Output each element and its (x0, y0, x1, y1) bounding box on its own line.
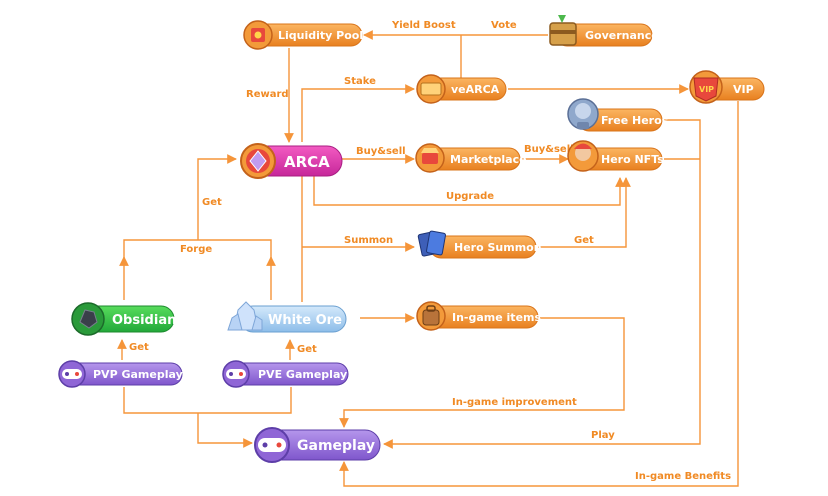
svg-text:PVE Gameplay: PVE Gameplay (258, 368, 347, 381)
edge-get-hero (538, 177, 631, 248)
node-gameplay[interactable]: Gameplay (254, 427, 381, 463)
node-hero-nfts[interactable]: Hero NFTs (567, 140, 664, 172)
svg-text:veARCA: veARCA (451, 83, 500, 96)
svg-text:Hero NFTs: Hero NFTs (601, 153, 664, 166)
svg-text:Governance: Governance (585, 29, 659, 42)
ghost-hero-icon (567, 98, 599, 130)
dark-stone-icon (71, 302, 105, 336)
node-free-heros[interactable]: Free Heros (567, 98, 669, 132)
ticket-icon (416, 74, 446, 104)
label-forge: Forge (180, 244, 212, 255)
label-get-obsidian: Get (129, 342, 149, 353)
svg-text:Marketplace: Marketplace (450, 153, 527, 166)
gamepad-icon (254, 427, 290, 463)
svg-text:VIP: VIP (699, 85, 714, 94)
shop-icon (415, 143, 445, 173)
svg-text:In-game items: In-game items (452, 311, 541, 324)
node-pve-gameplay[interactable]: PVE Gameplay (222, 360, 349, 388)
label-yield-boost: Yield Boost (391, 20, 456, 31)
svg-text:Free Heros: Free Heros (601, 114, 669, 127)
edge-stake (301, 84, 415, 142)
svg-text:Obsidian: Obsidian (112, 313, 176, 328)
label-buy-sell-1: Buy&sell (356, 146, 406, 157)
edge-pvp-pve-gameplay (197, 413, 253, 448)
svg-text:VIP: VIP (733, 83, 754, 96)
edge-play (383, 119, 701, 449)
edge-upgrade (313, 176, 625, 206)
label-summon: Summon (344, 235, 393, 246)
label-stake: Stake (344, 76, 376, 87)
vip-badge-icon: VIP (689, 70, 723, 104)
svg-text:ARCA: ARCA (284, 153, 330, 171)
node-hero-summon[interactable]: Hero Summon (417, 230, 542, 259)
edge-labels: Yield Boost Vote Reward Stake Buy&sell B… (129, 20, 731, 482)
edge-ingame-benefits (339, 101, 739, 487)
coin-machine-icon (243, 20, 273, 50)
cards-icon (417, 230, 446, 257)
edge-ingame-improvement (339, 317, 625, 428)
node-vearca[interactable]: veARCA (416, 74, 507, 104)
svg-text:Gameplay: Gameplay (297, 438, 375, 454)
label-ingame-benefits: In-game Benefits (635, 471, 731, 482)
gem-coin-icon (240, 143, 276, 179)
node-arca[interactable]: ARCA (240, 143, 343, 179)
gamepad-icon (222, 360, 250, 388)
node-marketplace[interactable]: Marketplace (415, 143, 527, 173)
label-vote: Vote (491, 20, 517, 31)
label-upgrade: Upgrade (446, 191, 494, 202)
svg-text:PVP Gameplay: PVP Gameplay (93, 368, 183, 381)
crystal-icon (227, 301, 263, 331)
svg-text:Liquidity Pool: Liquidity Pool (278, 29, 363, 42)
label-reward: Reward (246, 89, 289, 100)
label-get-arca: Get (202, 197, 222, 208)
node-vip[interactable]: VIP VIP (689, 70, 765, 104)
label-get-hero: Get (574, 235, 594, 246)
backpack-icon (416, 301, 446, 331)
node-ingame-items[interactable]: In-game items (416, 301, 541, 331)
label-buy-sell-2: Buy&sell (524, 144, 574, 155)
svg-text:Hero Summon: Hero Summon (454, 241, 542, 254)
label-ingame-improvement: In-game improvement (452, 397, 577, 408)
node-white-ore[interactable]: White Ore (227, 301, 347, 333)
node-pvp-gameplay[interactable]: PVP Gameplay (58, 360, 183, 388)
gamepad-icon (58, 360, 86, 388)
edge-get-arca (197, 154, 237, 240)
connectors (117, 30, 739, 487)
hero-avatar-icon (567, 140, 599, 172)
label-get-white-ore: Get (297, 344, 317, 355)
treasure-chest-icon (549, 15, 577, 46)
node-liquidity-pool[interactable]: Liquidity Pool (243, 20, 363, 50)
label-play: Play (591, 430, 615, 441)
node-obsidian[interactable]: Obsidian (71, 302, 176, 336)
svg-text:White Ore: White Ore (268, 313, 342, 328)
edge-forge (123, 239, 272, 300)
node-governance[interactable]: Governance (549, 15, 659, 47)
